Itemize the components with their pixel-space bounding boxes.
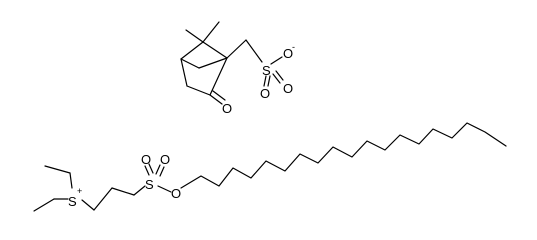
sulfonium-cation: S + S O O O — [33, 122, 507, 212]
structure-drawing: O S O - O O S + S O O O — [33, 21, 507, 212]
bond-chain-4 — [133, 185, 146, 196]
camphorsulfonate-anion: O S O - O O — [180, 21, 295, 116]
bond-chain-1 — [81, 199, 95, 211]
bond-ethyl1-b — [69, 172, 73, 189]
bond-chain-2 — [93, 187, 113, 211]
atom-s-sulfonate: S — [262, 63, 271, 78]
atom-o-sulfonate-2: O — [283, 81, 293, 96]
atom-o-sulfonyl-2: O — [160, 152, 170, 167]
bond-chain-3 — [111, 187, 135, 196]
bond-ch2-s — [245, 39, 263, 63]
bond-ketone-a — [209, 94, 223, 105]
bond-so-top1-b — [148, 163, 154, 174]
atom-o-ketone: O — [222, 101, 232, 116]
bond-so-top2-a — [155, 164, 161, 175]
atom-o-sulfonyl-1: O — [141, 152, 151, 167]
bond-ketone-b — [212, 90, 226, 101]
bond-methyl-left — [185, 29, 204, 43]
atom-o-ester: O — [171, 186, 181, 201]
chemical-structure-canvas: O S O - O O S + S O O O — [33, 21, 507, 212]
bond-ethyl2-a — [33, 198, 55, 212]
charge-plus: + — [77, 186, 82, 196]
bond-s-ominus — [270, 56, 283, 65]
bond-bridgehead-ch2 — [226, 39, 247, 59]
atom-s-sulfonium: S — [68, 194, 77, 209]
bond-ring-5 — [198, 57, 228, 69]
bond-methyl-right — [202, 21, 220, 43]
hexadecyl-chain — [180, 122, 507, 189]
bond-s-oester — [157, 185, 172, 193]
bond-ring-2 — [186, 85, 211, 96]
bond-ring-4 — [180, 58, 200, 69]
bond-so-top1-a — [144, 165, 150, 176]
bond-ring-3 — [209, 57, 228, 96]
atom-o-minus: O — [283, 46, 293, 61]
atom-o-sulfonate-1: O — [260, 86, 270, 101]
bond-ethyl1-a — [44, 165, 71, 174]
bond-s-o1-a — [263, 75, 267, 87]
bond-ring-1 — [180, 58, 188, 87]
bond-s-o2-a — [272, 73, 281, 84]
bond-so-top2-b — [159, 166, 165, 177]
bond-s-o2-b — [275, 70, 284, 81]
charge-minus: - — [292, 42, 295, 52]
bond-bridge-left — [180, 41, 204, 60]
bond-s-o1-b — [267, 75, 271, 87]
bond-bridge-right — [202, 41, 228, 59]
atom-s-sulfonyl: S — [145, 177, 154, 192]
